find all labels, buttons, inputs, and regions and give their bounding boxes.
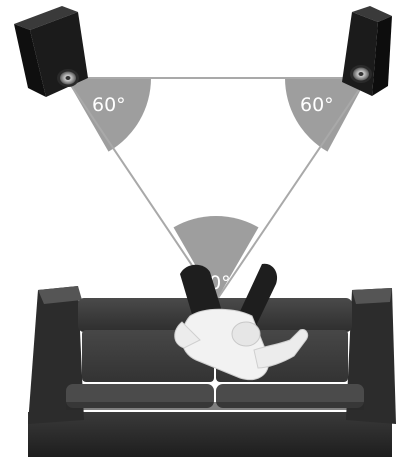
- angle-label-top-left: 60°: [92, 94, 126, 116]
- right-speaker: [342, 6, 392, 96]
- angle-label-top-right: 60°: [300, 94, 334, 116]
